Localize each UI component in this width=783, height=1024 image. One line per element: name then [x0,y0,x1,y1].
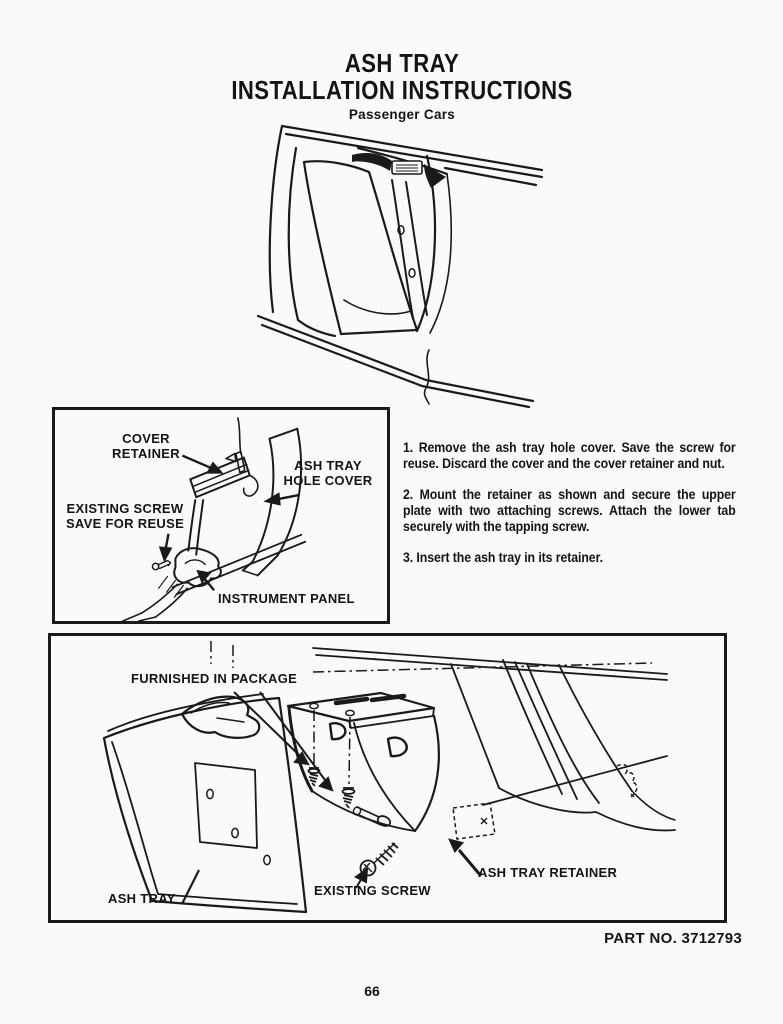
panel-contours [312,647,676,832]
panel-outline [256,124,544,409]
label-ash-tray: ASH TRAY [108,891,176,906]
installed-ash-tray-illustration [240,118,545,413]
label-ash-tray-hole-cover: ASH TRAY HOLE COVER [283,458,373,488]
step-1: 1. Remove the ash tray hole cover. Save … [403,439,736,471]
label-furnished-in-package: FURNISHED IN PACKAGE [131,671,298,686]
instruction-steps: 1. Remove the ash tray hole cover. Save … [403,439,736,580]
ash-tray-body [102,693,308,914]
existing-screw-arrow [354,866,369,889]
bottom-label-leaders [181,838,483,905]
screw-location-marks [480,793,635,825]
cover-section-outline [122,417,307,621]
page-header: ASH TRAY INSTALLATION INSTRUCTIONS Passe… [22,48,782,123]
label-existing-screw: EXISTING SCREW [314,883,431,898]
furnished-leader-lines [233,691,334,792]
cover-removal-diagram-box: COVER RETAINER ASH TRAY HOLE COVER EXIST… [52,407,390,624]
step-3: 3. Insert the ash tray in its retainer. [403,549,603,565]
page-title-line1: ASH TRAY [344,48,460,78]
label-cover-retainer: COVER RETAINER [112,431,180,461]
existing-screw-glyph [359,842,399,877]
step-2: 2. Mount the retainer as shown and secur… [403,486,736,534]
part-number: PART NO. 3712793 [604,930,742,947]
installation-diagram-box: FURNISHED IN PACKAGE ASH TRAY EXISTING S… [48,633,727,923]
handle-ribs [396,164,418,172]
page-subtitle: Passenger Cars [348,107,456,122]
cover-removal-drawing [122,417,307,621]
installation-drawing [102,641,676,914]
page-number: 66 [364,983,380,999]
hidden-detail-dashes [452,763,638,840]
page-title-line2: INSTALLATION INSTRUCTIONS [231,75,573,105]
tray-opening-shadow [352,153,446,188]
alignment-centerlines [210,641,653,785]
label-existing-screw-save: EXISTING SCREW SAVE FOR REUSE [65,501,185,531]
label-instrument-panel: INSTRUMENT PANEL [218,591,355,606]
label-ash-tray-retainer: ASH TRAY RETAINER [478,865,618,880]
callout-arrows [158,454,299,592]
retainer-body [286,691,440,833]
instrument-panel-drawing [256,124,544,409]
